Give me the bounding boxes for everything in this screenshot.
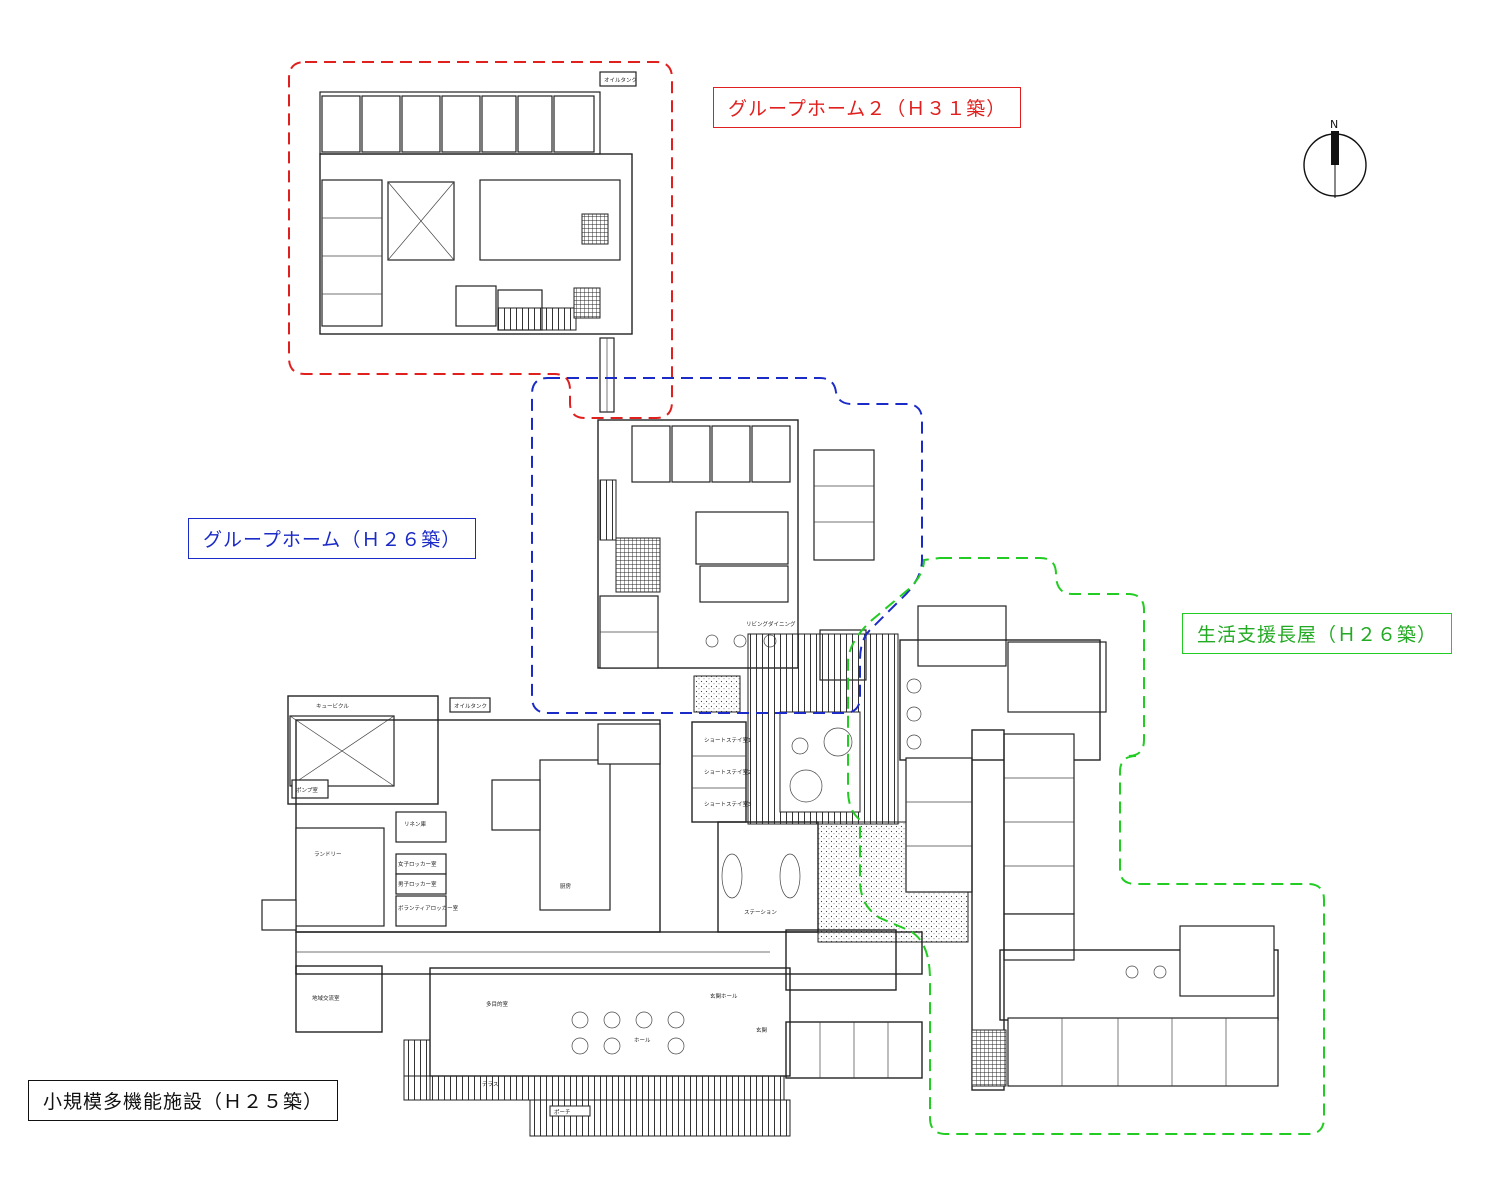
zone-label-gh2: グループホーム２（Ｈ３１築） — [713, 87, 1022, 128]
oil-tank-label-1: オイルタンク — [604, 76, 637, 84]
station-label: ステーション — [744, 909, 777, 916]
courtyard — [693, 633, 969, 943]
terrace-label: テラス — [482, 1081, 498, 1088]
zone-label-gh-text: グループホーム（Ｈ２６築） — [203, 529, 462, 551]
zone-label-shokibo-text: 小規模多機能施設（Ｈ２５築） — [43, 1091, 324, 1113]
compass: N — [1303, 118, 1367, 198]
linen-label: リネン庫 — [404, 820, 427, 828]
gh-bedrooms-north — [631, 425, 791, 483]
porch-label: ポーチ — [554, 1109, 571, 1116]
tamokuteki-label: 多目的室 — [486, 1000, 509, 1008]
zone-outline-seikatsu — [847, 557, 1325, 1135]
short-stay-2: ショートステイ室2 — [704, 768, 752, 776]
zone-label-seikatsu: 生活支援長屋（Ｈ２６築） — [1182, 613, 1453, 654]
seikatsu-building — [899, 605, 1279, 1091]
zone-label-gh: グループホーム（Ｈ２６築） — [188, 518, 477, 559]
oil-tank-label-2: オイルタンク — [454, 702, 487, 710]
gh2-bedrooms-north — [321, 95, 595, 153]
chiiki-label: 地域交流室 — [312, 994, 340, 1002]
zone-outline-gh2 — [288, 61, 673, 419]
group-home-2-building: オイルタンク — [319, 71, 637, 413]
joshi-label: 女子ロッカー室 — [398, 860, 437, 868]
shokibo-building: キュービクル ポンプ室 オイルタンク ランドリー リネン庫 女子ロッカー室 男子… — [261, 695, 923, 1137]
genkan-label: 玄関 — [756, 1026, 768, 1034]
danshi-label: 男子ロッカー室 — [398, 880, 437, 888]
pump-room-label: ポンプ室 — [296, 786, 318, 794]
compass-north-label: N — [1330, 118, 1338, 131]
volunteer-label: ボランティアロッカー室 — [398, 904, 459, 912]
zone-label-seikatsu-text: 生活支援長屋（Ｈ２６築） — [1197, 624, 1438, 646]
zone-label-shokibo: 小規模多機能施設（Ｈ２５築） — [28, 1080, 339, 1121]
short-stay-3: ショートステイ室3 — [704, 800, 752, 808]
kyubicle-label: キュービクル — [316, 702, 349, 710]
zone-outline-gh — [531, 377, 923, 714]
genkan-hall-label: 玄関ホール — [710, 992, 738, 1000]
zone-label-gh2-text: グループホーム２（Ｈ３１築） — [728, 98, 1007, 120]
hall-label: ホール — [634, 1037, 651, 1044]
living-label: リビングダイニング — [746, 620, 796, 628]
laundry-label: ランドリー — [314, 851, 342, 858]
kitchen-label: 厨房 — [560, 882, 572, 890]
short-stay-1: ショートステイ室1 — [704, 736, 752, 744]
